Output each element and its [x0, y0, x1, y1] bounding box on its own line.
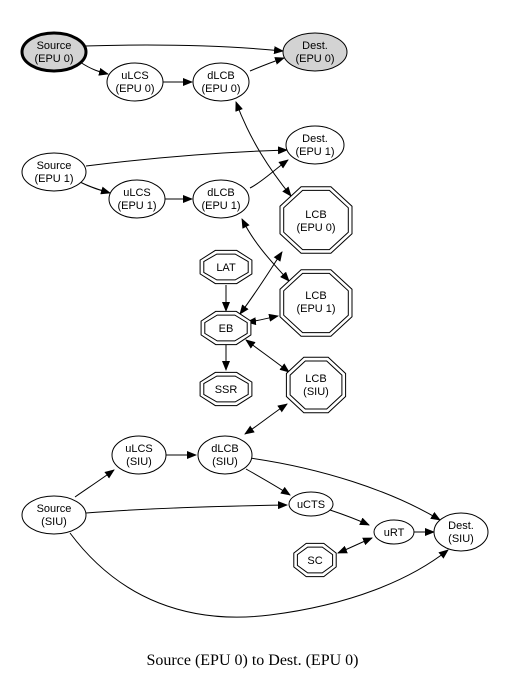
node-dlcb-siu: dLCB (SIU): [197, 435, 253, 475]
node-ssr: SSR: [199, 371, 253, 407]
edge-dlcb-siu-to-lcb-siu: [244, 403, 288, 435]
octagon-inner-border: [296, 546, 334, 574]
node-ulcs-epu1: uLCS (EPU 1): [108, 179, 166, 219]
node-lcb-siu: LCB (SIU): [285, 356, 347, 414]
svg-text:(EPU 0): (EPU 0): [295, 53, 334, 65]
edge-dlcb-epu1-to-dest-epu1: [249, 159, 289, 189]
octagon-inner-border: [204, 314, 248, 342]
svg-text:LCB: LCB: [305, 373, 326, 385]
octagon-inner-border: [283, 189, 349, 251]
svg-text:uCTS: uCTS: [297, 499, 325, 511]
edge-src-epu0-to-dest-epu0: [84, 44, 284, 55]
svg-text:Source: Source: [37, 160, 72, 172]
octagon-inner-border: [283, 272, 349, 334]
svg-text:(SIU): (SIU): [212, 456, 238, 468]
edge-sc-to-urt: [337, 537, 373, 554]
svg-text:Dest.: Dest.: [302, 133, 328, 145]
node-ulcs-epu0: uLCS (EPU 0): [106, 62, 164, 102]
svg-text:Source: Source: [37, 503, 72, 515]
node-source-siu: Source (SIU): [21, 495, 87, 535]
node-sc: SC: [293, 542, 337, 578]
node-source-epu1: Source (EPU 1): [21, 152, 87, 192]
svg-text:dLCB: dLCB: [211, 443, 239, 455]
svg-text:LAT: LAT: [216, 262, 236, 274]
svg-text:(EPU 1): (EPU 1): [34, 173, 73, 185]
edge-src-siu-to-dest-siu: [69, 532, 449, 618]
node-ucts: uCTS: [288, 491, 334, 517]
svg-text:(EPU 1): (EPU 1): [295, 146, 334, 158]
node-ulcs-siu: uLCS (SIU): [111, 435, 167, 475]
octagon-inner-border: [203, 253, 249, 281]
svg-text:dLCB: dLCB: [207, 187, 235, 199]
svg-text:Dest.: Dest.: [448, 520, 474, 532]
edge-src-epu1-to-dest-epu1: [85, 146, 288, 167]
svg-text:LCB: LCB: [305, 290, 326, 302]
svg-text:SC: SC: [307, 555, 322, 567]
svg-text:uRT: uRT: [384, 527, 405, 539]
svg-text:LCB: LCB: [305, 209, 326, 221]
node-source-epu0: Source (EPU 0): [20, 31, 88, 73]
node-lat: LAT: [199, 249, 253, 285]
svg-text:(EPU 1): (EPU 1): [117, 200, 156, 212]
dependency-graph: Source (EPU 0) Dest. (EPU 0) uLCS (EPU 0…: [20, 31, 489, 618]
svg-text:EB: EB: [219, 323, 234, 335]
edge-eb-to-lcb-epu0: [239, 251, 283, 315]
edge-ucts-to-urt: [329, 509, 370, 526]
svg-text:(SIU): (SIU): [126, 456, 152, 468]
edge-dlcb-epu0-to-lcb-epu0: [235, 101, 292, 197]
node-lcb-epu0: LCB (EPU 0): [279, 186, 353, 254]
edge-src-epu1-to-ulcs-epu1: [79, 181, 111, 195]
edge-src-epu0-to-ulcs-epu0: [79, 61, 109, 76]
svg-text:(EPU 0): (EPU 0): [34, 53, 73, 65]
edge-dlcb-siu-to-dest-siu: [249, 457, 441, 521]
node-dest-epu0: Dest. (EPU 0): [282, 32, 348, 72]
svg-text:(EPU 0): (EPU 0): [201, 83, 240, 95]
edge-eb-to-lcb-siu: [245, 339, 290, 373]
node-eb: EB: [200, 310, 252, 346]
svg-text:(EPU 0): (EPU 0): [115, 83, 154, 95]
edge-eb-to-lcb-epu1: [246, 313, 279, 326]
node-dest-siu: Dest. (SIU): [433, 512, 489, 552]
node-dlcb-epu0: dLCB (EPU 0): [192, 62, 250, 102]
svg-text:uLCS: uLCS: [121, 70, 149, 82]
octagon-inner-border: [289, 360, 343, 410]
edge-dlcb-epu0-to-dest-epu0: [249, 57, 285, 72]
node-dest-epu1: Dest. (EPU 1): [285, 125, 345, 165]
edge-dlcb-siu-to-ucts: [245, 468, 291, 496]
edge-src-siu-to-ulcs-siu: [74, 469, 115, 498]
svg-text:Dest.: Dest.: [302, 40, 328, 52]
svg-text:(SIU): (SIU): [303, 386, 329, 398]
svg-text:(EPU 1): (EPU 1): [201, 200, 240, 212]
octagon-inner-border: [203, 375, 249, 403]
svg-text:(SIU): (SIU): [41, 516, 67, 528]
node-lcb-epu1: LCB (EPU 1): [279, 269, 353, 337]
svg-text:dLCB: dLCB: [207, 70, 235, 82]
svg-text:(EPU 0): (EPU 0): [296, 222, 335, 234]
svg-text:(EPU 1): (EPU 1): [296, 303, 335, 315]
svg-text:Source: Source: [37, 40, 72, 52]
figure-caption: Source (EPU 0) to Dest. (EPU 0): [146, 652, 359, 669]
svg-text:uLCS: uLCS: [125, 443, 153, 455]
node-urt: uRT: [373, 519, 415, 545]
node-dlcb-epu1: dLCB (EPU 1): [192, 179, 250, 219]
svg-text:(SIU): (SIU): [448, 533, 474, 545]
svg-text:SSR: SSR: [215, 384, 238, 396]
edge-src-siu-to-ucts: [85, 501, 288, 514]
svg-text:uLCS: uLCS: [123, 187, 151, 199]
